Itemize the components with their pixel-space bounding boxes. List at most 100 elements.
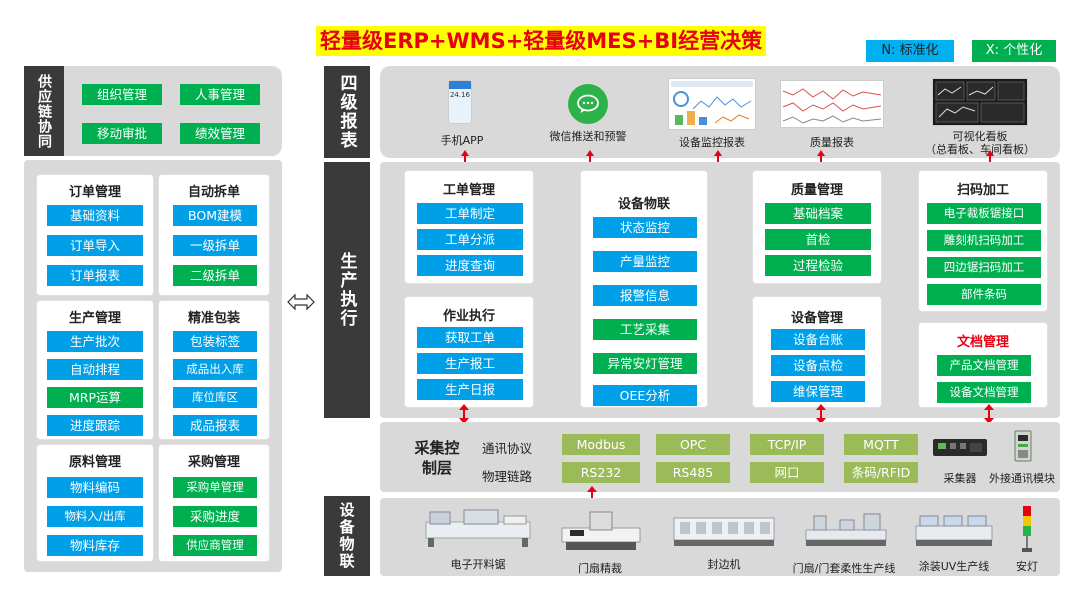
iot-title: 设备物联 <box>617 197 670 212</box>
part-barcode-button[interactable]: 部件条码 <box>927 284 1041 305</box>
schedule-button[interactable]: 自动排程 <box>47 359 143 380</box>
barcode-rfid-tag[interactable]: 条码/RFID <box>844 462 918 483</box>
production-report-button[interactable]: 生产报工 <box>417 353 523 374</box>
first-inspection-button[interactable]: 首检 <box>765 229 871 250</box>
order-import-button[interactable]: 订单导入 <box>47 235 143 256</box>
docs-card: 文档管理 产品文档管理 设备文档管理 <box>918 322 1048 408</box>
material-code-button[interactable]: 物料编码 <box>47 477 143 498</box>
supplier-button[interactable]: 供应商管理 <box>173 535 257 556</box>
scan-title: 扫码加工 <box>956 183 1009 198</box>
output-monitor-button[interactable]: 产量监控 <box>593 251 697 272</box>
quality-card: 质量管理 基础档案 首检 过程检验 <box>752 170 882 284</box>
comm-module-icon <box>1014 430 1032 462</box>
performance-button[interactable]: 绩效管理 <box>180 123 260 144</box>
split-level1-button[interactable]: 一级拆单 <box>173 235 257 256</box>
purchase-card: 采购管理 采购单管理 采购进度 供应商管理 <box>158 444 270 562</box>
split-title: 自动拆单 <box>187 185 240 200</box>
devices-label: 设备物联 <box>324 496 370 576</box>
material-card: 原料管理 物料编码 物料入/出库 物料库存 <box>36 444 154 562</box>
erp-panel: 订单管理 基础资料 订单导入 订单报表 自动拆单 BOM建模 一级拆单 二级拆单… <box>24 160 282 572</box>
material-stock-button[interactable]: 物料库存 <box>47 535 143 556</box>
legend-standard: N: 标准化 <box>866 40 954 62</box>
report-wechat: 微信推送和预警 <box>549 130 627 143</box>
phone-app-icon: 24.16 <box>448 80 472 124</box>
purchase-title: 采购管理 <box>187 455 240 470</box>
oee-button[interactable]: OEE分析 <box>593 385 697 406</box>
packing-card: 精准包装 包装标签 成品出入库 库位库区 成品报表 <box>158 300 270 440</box>
quality-report-thumbnail <box>780 80 884 128</box>
material-title: 原料管理 <box>68 455 121 470</box>
process-collect-button[interactable]: 工艺采集 <box>593 319 697 340</box>
product-docs-button[interactable]: 产品文档管理 <box>937 355 1031 376</box>
page-title: 轻量级ERP+WMS+轻量级MES+BI经营决策 <box>316 26 767 56</box>
location-button[interactable]: 库位库区 <box>173 387 257 408</box>
rs485-tag[interactable]: RS485 <box>656 462 730 483</box>
product-report-button[interactable]: 成品报表 <box>173 415 257 436</box>
batch-button[interactable]: 生产批次 <box>47 331 143 352</box>
uv-line-icon <box>914 510 994 550</box>
stock-inout-button[interactable]: 成品出入库 <box>173 359 257 380</box>
progress-query-button[interactable]: 进度查询 <box>417 255 523 276</box>
arrow-up-icon <box>817 150 825 156</box>
rs232-tag[interactable]: RS232 <box>562 462 640 483</box>
legend-custom: X: 个性化 <box>972 40 1056 62</box>
get-work-order-button[interactable]: 获取工单 <box>417 327 523 348</box>
equipment-ledger-button[interactable]: 设备台账 <box>771 329 865 350</box>
door-trimmer-icon <box>560 508 642 552</box>
mqtt-tag[interactable]: MQTT <box>844 434 918 455</box>
work-order-create-button[interactable]: 工单制定 <box>417 203 523 224</box>
daily-report-button[interactable]: 生产日报 <box>417 379 523 400</box>
device-andon: 安灯 <box>1016 560 1038 573</box>
operation-title: 作业执行 <box>442 309 495 324</box>
collect-label: 采集控制层 <box>414 439 460 477</box>
wechat-icon <box>568 84 608 124</box>
mrp-button[interactable]: MRP运算 <box>47 387 143 408</box>
edge-saw-scan-button[interactable]: 四边锯扫码加工 <box>927 257 1041 278</box>
double-arrow-red-icon <box>984 404 994 424</box>
equipment-check-button[interactable]: 设备点检 <box>771 355 865 376</box>
double-arrow-red-icon <box>459 404 469 424</box>
devices-panel: 电子开料锯 门扇精裁 封边机 门扇/门套柔性生产线 涂装UV生产线 安灯 <box>380 498 1060 576</box>
equipment-docs-button[interactable]: 设备文档管理 <box>937 382 1031 403</box>
tcpip-tag[interactable]: TCP/IP <box>750 434 824 455</box>
andon-button[interactable]: 异常安灯管理 <box>593 353 697 374</box>
production-title: 生产管理 <box>68 311 121 326</box>
mobile-approval-button[interactable]: 移动审批 <box>82 123 162 144</box>
material-inout-button[interactable]: 物料入/出库 <box>47 506 143 527</box>
purchase-order-button[interactable]: 采购单管理 <box>173 477 257 498</box>
equipment-card: 设备管理 设备台账 设备点检 维保管理 <box>752 296 882 408</box>
device-door-trimmer: 门扇精裁 <box>578 562 622 575</box>
network-port-tag[interactable]: 网口 <box>750 462 824 483</box>
base-archive-button[interactable]: 基础档案 <box>765 203 871 224</box>
progress-track-button[interactable]: 进度跟踪 <box>47 415 143 436</box>
modbus-tag[interactable]: Modbus <box>562 434 640 455</box>
split-level2-button[interactable]: 二级拆单 <box>173 265 257 286</box>
bom-button[interactable]: BOM建模 <box>173 205 257 226</box>
process-inspection-button[interactable]: 过程检验 <box>765 255 871 276</box>
status-monitor-button[interactable]: 状态监控 <box>593 217 697 238</box>
panel-saw-icon <box>424 508 532 548</box>
arrow-stem <box>589 155 591 163</box>
report-dashboard: 可视化看板 （总看板、车间看板） <box>925 130 1035 156</box>
exec-panel: 工单管理 工单制定 工单分派 进度查询 作业执行 获取工单 生产报工 生产日报 … <box>380 162 1060 418</box>
device-edge-bander: 封边机 <box>707 558 741 571</box>
arrow-up-icon <box>461 150 469 156</box>
alarm-info-button[interactable]: 报警信息 <box>593 285 697 306</box>
work-order-dispatch-button[interactable]: 工单分派 <box>417 229 523 250</box>
equipment-monitor-thumbnail <box>668 78 756 130</box>
base-data-button[interactable]: 基础资料 <box>47 205 143 226</box>
engraver-scan-button[interactable]: 雕刻机扫码加工 <box>927 230 1041 251</box>
opc-tag[interactable]: OPC <box>656 434 730 455</box>
org-management-button[interactable]: 组织管理 <box>82 84 162 105</box>
purchase-progress-button[interactable]: 采购进度 <box>173 506 257 527</box>
hr-management-button[interactable]: 人事管理 <box>180 84 260 105</box>
collect-panel: 采集控制层 通讯协议 物理链路 Modbus OPC TCP/IP MQTT R… <box>380 422 1060 492</box>
collector-device-icon <box>932 436 988 458</box>
maintenance-button[interactable]: 维保管理 <box>771 381 865 402</box>
equipment-title: 设备管理 <box>790 311 843 326</box>
saw-interface-button[interactable]: 电子裁板锯接口 <box>927 203 1041 224</box>
pack-label-button[interactable]: 包装标签 <box>173 331 257 352</box>
edge-bander-icon <box>672 512 776 548</box>
report-equipment-monitor: 设备监控报表 <box>679 136 745 149</box>
order-report-button[interactable]: 订单报表 <box>47 265 143 286</box>
